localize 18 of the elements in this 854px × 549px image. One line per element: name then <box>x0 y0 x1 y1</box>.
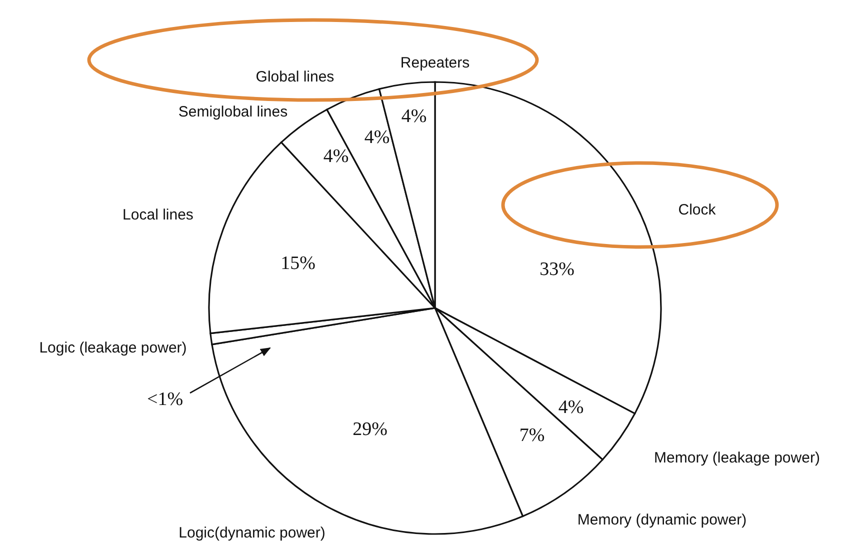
slice-label: Global lines <box>256 68 334 86</box>
value-label: 4% <box>558 397 584 419</box>
slice-label: Repeaters <box>400 54 470 72</box>
value-label: 15% <box>280 253 316 275</box>
value-label: 4% <box>364 127 390 149</box>
annotation-label: <1% <box>146 389 184 411</box>
slice-label: Logic(dynamic power) <box>178 524 326 542</box>
value-label: 7% <box>519 425 545 447</box>
value-label: 4% <box>401 106 427 128</box>
value-label: 29% <box>352 419 388 441</box>
slice-label: Semiglobal lines <box>178 104 288 120</box>
value-label: 4% <box>323 146 349 168</box>
slice-label: Clock <box>678 202 716 218</box>
slice-label: Memory (dynamic power) <box>577 512 747 528</box>
value-label: 33% <box>540 259 574 281</box>
slice-label: Local lines <box>122 206 194 224</box>
slice-label: Memory (leakage power) <box>654 450 820 466</box>
slice-label: Logic (leakage power) <box>39 340 187 356</box>
